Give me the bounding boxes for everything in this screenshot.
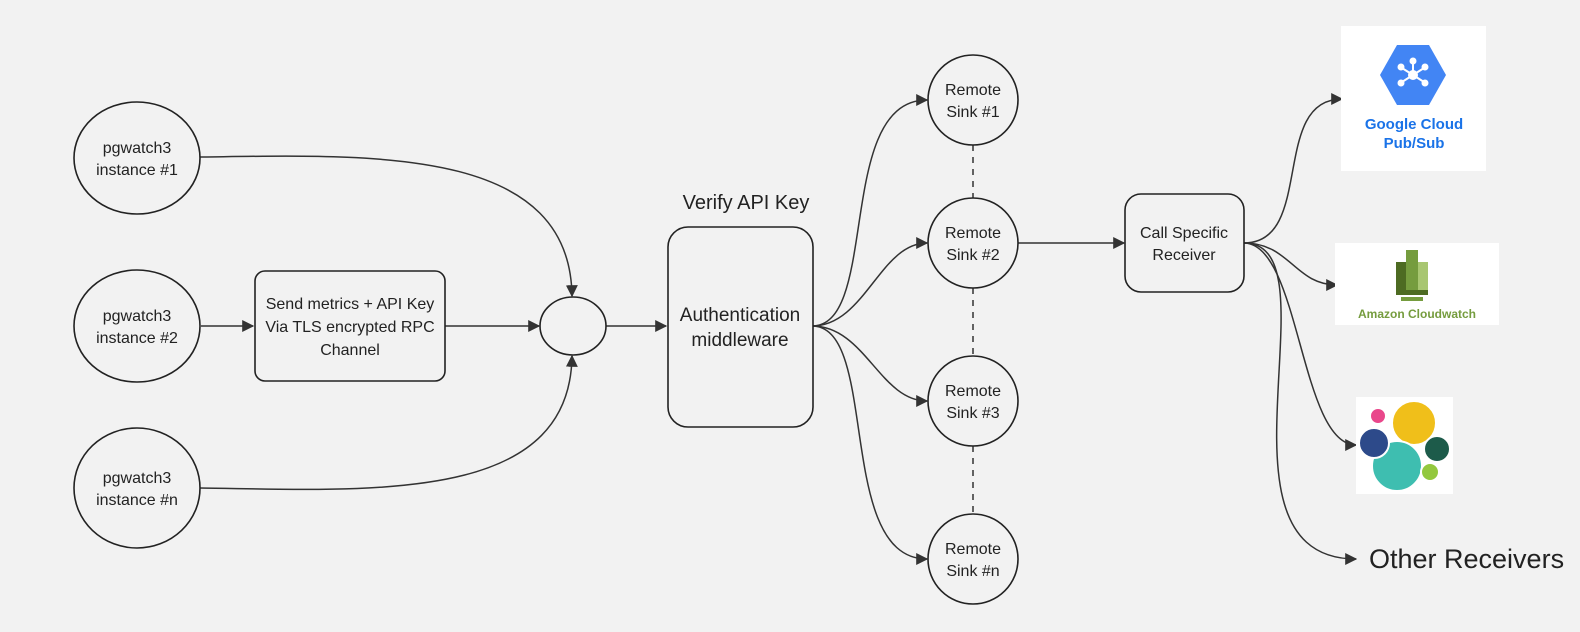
edge-auth-to-sink1 <box>811 94 929 327</box>
merge-node <box>539 296 607 356</box>
edges <box>199 93 1358 565</box>
send-metrics-box: Send metrics + API Key Via TLS encrypted… <box>254 270 446 382</box>
google-cloud-pubsub-logo: Google Cloud Pub/Sub <box>1341 26 1486 171</box>
sink-label-line2: Sink #n <box>946 563 999 580</box>
auth-line2: middleware <box>691 330 788 351</box>
amazon-cloudwatch-logo: Amazon Cloudwatch <box>1335 243 1499 325</box>
sink-label-line2: Sink #3 <box>946 405 999 422</box>
verify-api-key-heading: Verify API Key <box>683 192 810 214</box>
receiver-box-line2: Receiver <box>1152 247 1216 264</box>
source-label-line2: instance #2 <box>96 330 178 347</box>
sink-label-line2: Sink #2 <box>946 247 999 264</box>
source-label-line2: instance #n <box>96 492 178 509</box>
edge-instance1-to-merge <box>199 155 578 298</box>
source-label-line1: pgwatch3 <box>103 308 172 325</box>
send-box-line1: Send metrics + API Key <box>266 296 435 313</box>
authentication-middleware-box: Authentication middleware <box>667 226 814 428</box>
edge-auth-to-sink2 <box>811 237 929 327</box>
pubsub-network-icon <box>1397 57 1429 87</box>
edge-receiver-to-gcp <box>1243 93 1344 244</box>
edge-auth-to-sinkn <box>811 325 929 565</box>
source-label-line1: pgwatch3 <box>103 470 172 487</box>
other-receivers-label: Other Receivers <box>1369 544 1564 574</box>
remote-sink-1: Remote Sink #1 <box>927 54 1019 146</box>
auth-line1: Authentication <box>680 305 800 326</box>
aws-label: Amazon Cloudwatch <box>1358 307 1476 321</box>
call-specific-receiver-box: Call Specific Receiver <box>1124 193 1245 293</box>
edge-receiver-to-other <box>1243 242 1358 565</box>
edge-receiver-to-elastic <box>1243 242 1358 451</box>
sink-label-line1: Remote <box>945 225 1001 242</box>
edge-receiver-to-aws <box>1243 242 1339 291</box>
sink-label-line1: Remote <box>945 383 1001 400</box>
source-instance-1: pgwatch3 instance #1 <box>73 101 201 215</box>
edge-instancen-to-merge <box>199 354 578 491</box>
receiver-box-line1: Call Specific <box>1140 225 1228 242</box>
send-box-line2: Via TLS encrypted RPC <box>265 319 434 336</box>
sink-label-line2: Sink #1 <box>946 104 999 121</box>
remote-sink-2: Remote Sink #2 <box>927 197 1019 289</box>
sink-label-line1: Remote <box>945 541 1001 558</box>
source-instance-2: pgwatch3 instance #2 <box>73 269 201 383</box>
source-instance-n: pgwatch3 instance #n <box>73 427 201 549</box>
source-label-line2: instance #1 <box>96 162 178 179</box>
sink-label-line1: Remote <box>945 82 1001 99</box>
cloudwatch-icon <box>1396 250 1428 301</box>
send-box-line3: Channel <box>320 342 380 359</box>
gcp-label-line1: Google Cloud <box>1365 116 1463 133</box>
elastic-logo <box>1356 397 1453 494</box>
gcp-label-line2: Pub/Sub <box>1384 135 1445 152</box>
source-label-line1: pgwatch3 <box>103 140 172 157</box>
edge-auth-to-sink3 <box>811 325 929 407</box>
remote-sink-n: Remote Sink #n <box>927 513 1019 605</box>
remote-sink-3: Remote Sink #3 <box>927 355 1019 447</box>
